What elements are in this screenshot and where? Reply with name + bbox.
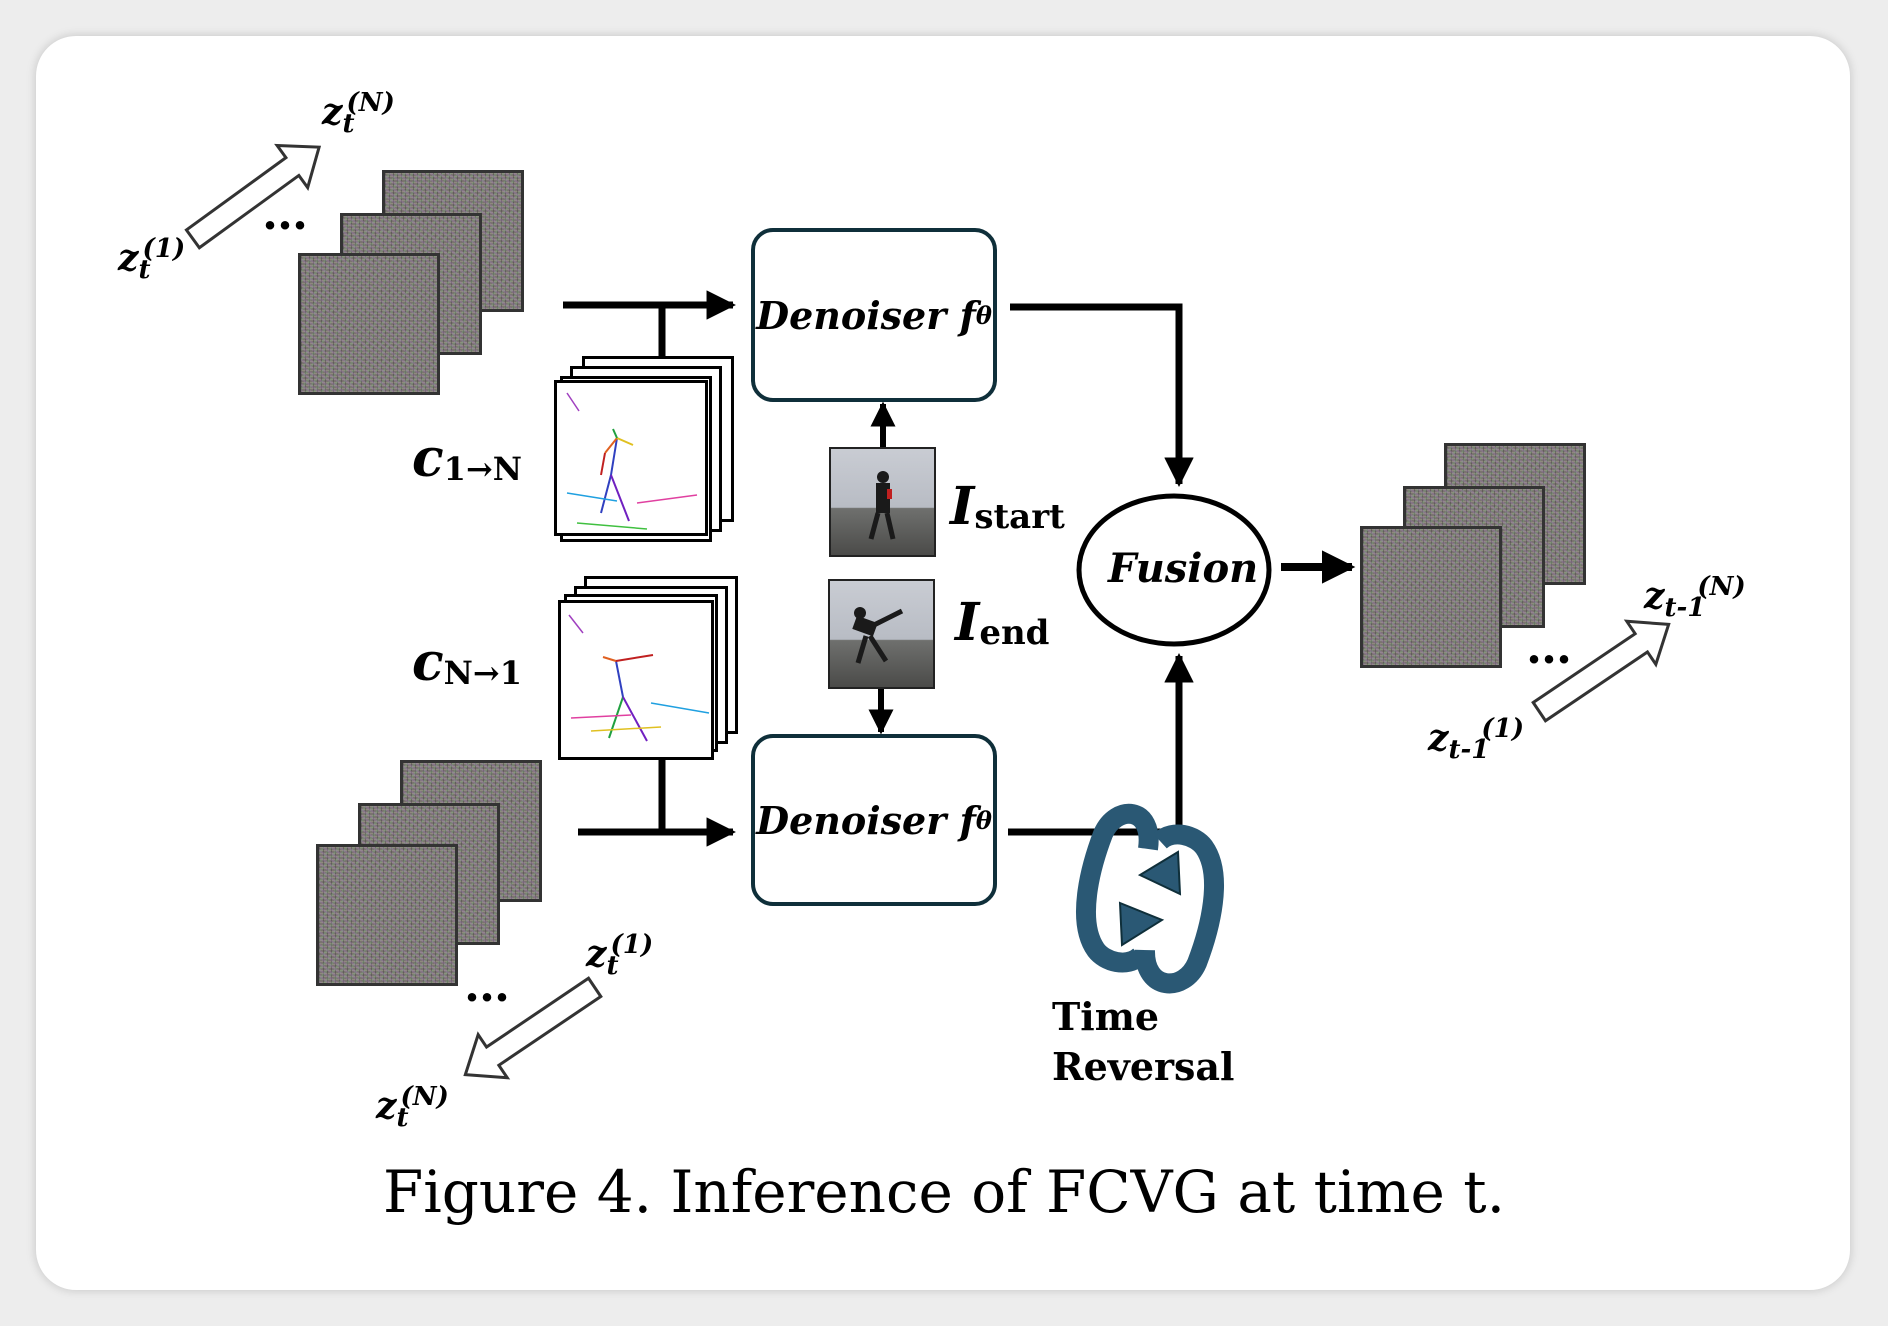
ellipsis-top: … (262, 186, 308, 240)
z-subscript: t (606, 951, 619, 982)
z-symbol: z (376, 1085, 397, 1127)
pose-condition-forward (554, 380, 708, 536)
denoiser-top-label: Denoiser f (756, 292, 976, 338)
theta-subscript: θ (975, 300, 992, 330)
i-end-subscript: end (979, 613, 1050, 654)
i-start-label: Istart (950, 476, 1065, 537)
person-icon (868, 471, 896, 540)
z-superscript: (N) (400, 1082, 449, 1112)
output-latent-frame (1360, 526, 1502, 668)
c-backward-label: cN→1 (412, 632, 522, 693)
time-reversal-icon (1076, 803, 1224, 994)
time-reversal-line2: Reversal (1052, 1044, 1235, 1089)
time-reversal-line1: Time (1052, 994, 1160, 1039)
latent-frame (316, 844, 458, 986)
z-t-1-bottom-label: zt(1) (586, 930, 653, 981)
i-start-symbol: I (950, 476, 975, 537)
z-superscript: (1) (142, 234, 186, 264)
output-sequence-arrow (1531, 619, 1671, 723)
pose-skeleton-icon (566, 392, 698, 530)
pose-condition-backward (558, 600, 714, 760)
ellipsis-bottom: … (464, 958, 510, 1012)
person-icon (852, 607, 904, 664)
bottom-left-sequence-arrow (463, 976, 603, 1080)
z-superscript: (1) (1481, 714, 1525, 744)
z-subscript: t (138, 255, 151, 286)
c-forward-symbol: c (412, 428, 444, 489)
z-t-1-N-output-label: zt-1(N) (1644, 572, 1746, 623)
fusion-node (1076, 493, 1272, 647)
z-symbol: z (586, 933, 607, 975)
fusion-label: Fusion (1108, 545, 1259, 592)
z-superscript: (1) (610, 930, 654, 960)
bottom-to-fusion-arrow (1008, 653, 1194, 836)
i-end-symbol: I (955, 592, 980, 653)
c-backward-symbol: c (412, 632, 444, 693)
start-frame-image (829, 447, 936, 557)
i-start-subscript: start (974, 497, 1065, 538)
i-end-label: Iend (955, 592, 1049, 653)
z-symbol: z (118, 237, 139, 279)
end-frame-image (828, 579, 935, 689)
z-t-N-top-label: zt(N) (322, 88, 395, 139)
z-subscript: t-1 (1664, 593, 1706, 624)
latent-frame (298, 253, 440, 395)
z-superscript: (N) (1697, 572, 1746, 602)
z-t-N-bottom-label: zt(N) (376, 1082, 449, 1133)
time-reversal-label: Time Reversal (1052, 992, 1235, 1092)
top-left-sequence-arrow (184, 143, 322, 250)
denoiser-bottom-label: Denoiser f (756, 797, 976, 843)
c-forward-subscript: 1→N (443, 450, 522, 489)
c-forward-label: c1→N (412, 428, 522, 489)
ellipsis-output: … (1526, 620, 1572, 674)
pose-skeleton-icon (568, 614, 710, 742)
theta-subscript: θ (975, 805, 992, 835)
z-symbol: z (322, 91, 343, 133)
top-to-fusion-arrow (1010, 303, 1194, 487)
z-subscript: t-1 (1448, 735, 1490, 766)
z-symbol: z (1644, 575, 1665, 617)
z-symbol: z (1428, 717, 1449, 759)
c-backward-subscript: N→1 (443, 654, 522, 693)
z-t-1-top-label: zt(1) (118, 234, 185, 285)
z-t-1-1-output-label: zt-1(1) (1428, 714, 1524, 765)
z-subscript: t (396, 1103, 409, 1134)
figure-caption: Figure 4. Inference of FCVG at time t. (382, 1158, 1506, 1226)
z-subscript: t (342, 109, 355, 140)
z-superscript: (N) (346, 88, 395, 118)
